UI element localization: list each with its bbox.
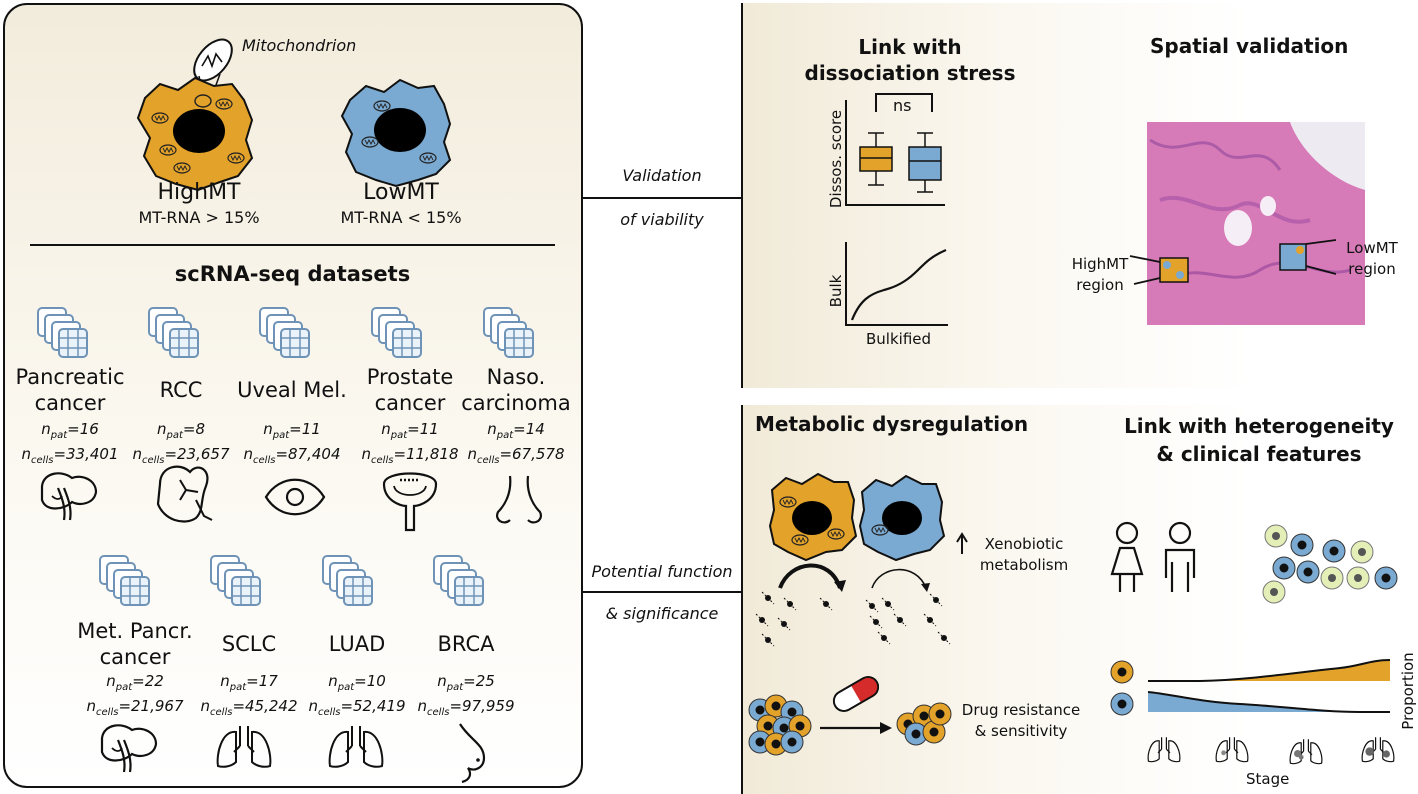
highmt-cell-icon <box>768 472 858 562</box>
box-plot <box>845 93 945 206</box>
highmt-label: HighMT <box>157 180 241 205</box>
connector-label-bottom-1: Potential function <box>591 562 733 581</box>
datasets-panel <box>3 3 583 788</box>
weak-metabolism-arrow <box>871 568 927 589</box>
xenobiotic-molecules <box>759 595 947 643</box>
surviving-cells-icon <box>896 702 952 746</box>
male-person-icon <box>1164 521 1196 592</box>
stage-label: Stage <box>1246 770 1290 788</box>
dataset-name: SCLC <box>221 632 277 656</box>
female-person-icon <box>1110 521 1144 592</box>
dataset-name: Uveal Mel. <box>237 378 347 402</box>
box-y-label: Dissos. score <box>827 109 845 209</box>
dataset-name: LUAD <box>328 632 386 656</box>
highmt-criterion: MT-RNA > 15% <box>138 208 260 227</box>
mitochondrion-label: Mitochondrion <box>242 36 357 55</box>
spatial-title: Spatial validation <box>1150 34 1349 58</box>
bulk-correlation-plot <box>845 242 948 326</box>
datasets-title: scRNA-seq datasets <box>174 262 411 286</box>
up-arrow-icon <box>956 532 968 554</box>
dataset-name: BRCA <box>437 632 495 656</box>
nose-icon <box>496 475 542 524</box>
eye-icon <box>264 478 326 516</box>
dataset-name: Naso. carcinoma <box>461 365 571 415</box>
tissue-histology-image <box>1129 122 1365 325</box>
connector-label-top-2: of viability <box>620 210 704 229</box>
significance-bracket <box>875 93 933 112</box>
function-panel <box>741 405 1418 794</box>
dataset-name: Pancreatic cancer <box>15 365 125 415</box>
ns-label: ns <box>893 96 912 115</box>
proportion-label: Proportion <box>1399 652 1417 730</box>
drug-resistance-label: Drug resistance& sensitivity <box>961 701 1081 740</box>
lowmt-cell-icon <box>340 78 452 188</box>
heterogeneity-title: Link with heterogeneity& clinical featur… <box>1124 414 1394 466</box>
connector-label-top-1: Validation <box>622 166 702 185</box>
connector-label-bottom-2: & significance <box>605 604 719 623</box>
strong-metabolism-arrow <box>778 563 842 589</box>
prostate-icon <box>382 472 438 532</box>
heterogeneous-cells-icon <box>1262 524 1398 604</box>
lowmt-label: LowMT <box>363 180 439 205</box>
lowmt-cell-icon <box>858 474 946 562</box>
pill-icon <box>832 676 880 712</box>
lowmt-criterion: MT-RNA < 15% <box>340 208 462 227</box>
highmt-cell-icon <box>136 76 254 192</box>
bulk-x-label: Bulkified <box>866 330 932 348</box>
lowmt-box <box>908 146 942 181</box>
highmt-box <box>859 146 893 172</box>
metabolic-title: Metabolic dysregulation <box>755 412 1029 436</box>
kidney-icon <box>156 465 213 523</box>
dataset-name: Prostate cancer <box>366 365 454 415</box>
proportion-chart <box>1110 659 1395 765</box>
bulk-y-label: Bulk <box>827 274 845 308</box>
breast-icon <box>459 723 486 784</box>
highmt-region-marker <box>1159 257 1189 283</box>
dataset-name: Met. Pancr. cancer <box>77 619 193 669</box>
dataset-name: RCC <box>159 378 203 402</box>
cell-cluster-icon <box>748 694 812 756</box>
